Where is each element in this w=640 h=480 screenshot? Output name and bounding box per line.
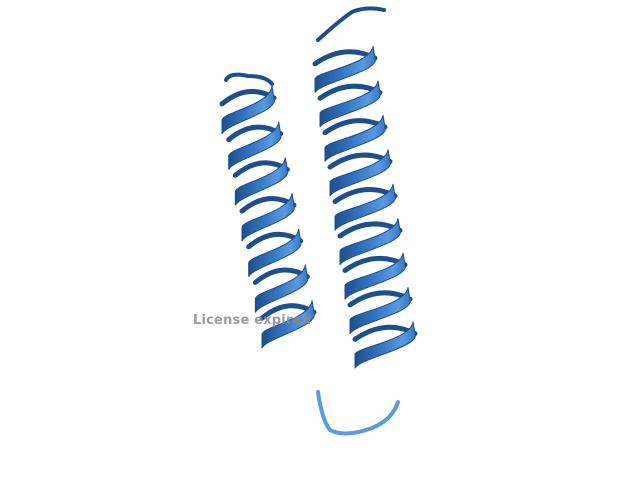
n-terminus-tail: [224, 72, 274, 86]
c-terminus-tail: [316, 6, 386, 42]
license-watermark: License expired: [193, 313, 312, 328]
right-helix: [312, 45, 418, 369]
connecting-loop: [316, 390, 400, 436]
left-helix: [219, 85, 317, 349]
